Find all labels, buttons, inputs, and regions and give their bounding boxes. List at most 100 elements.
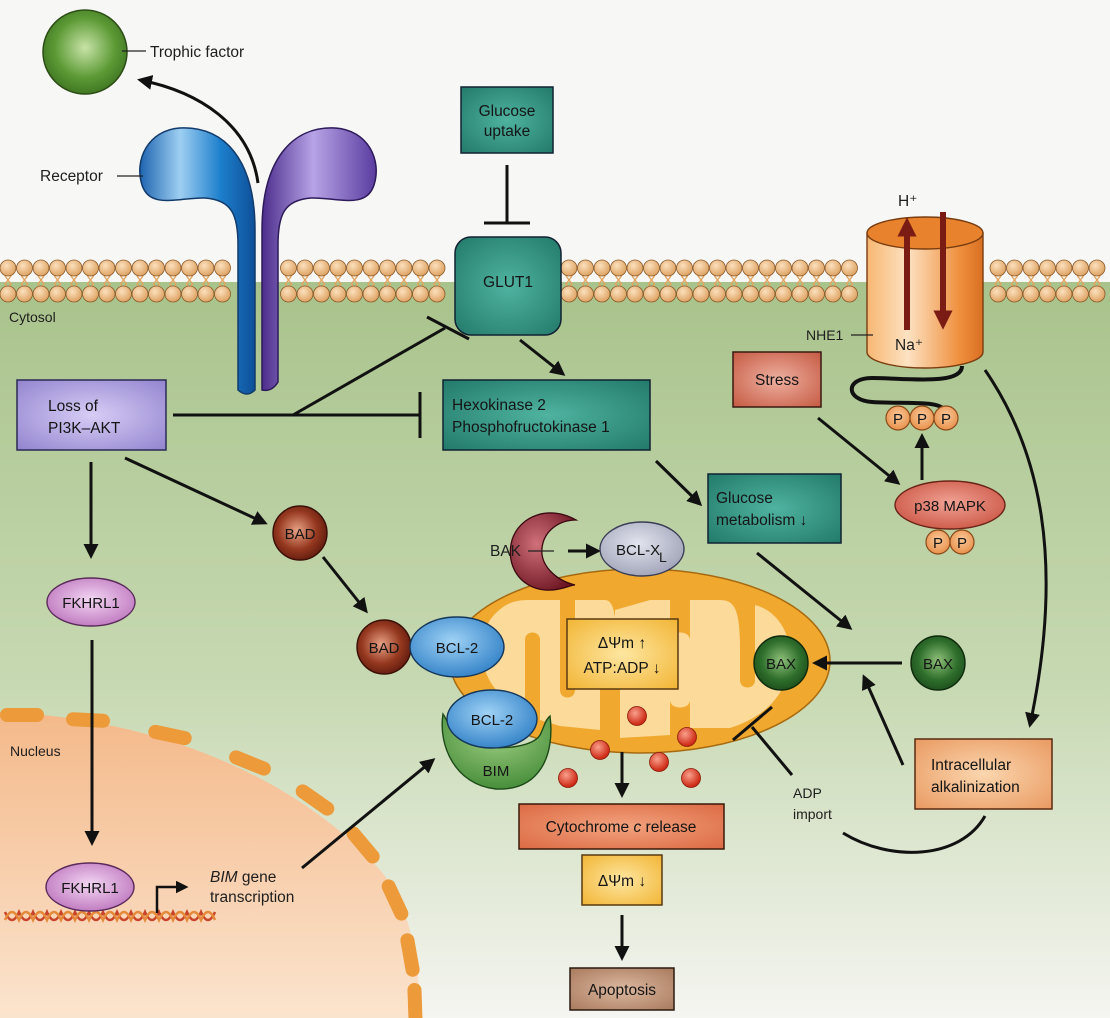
nhe1-to-alkalinization-arrow — [983, 369, 1048, 728]
loss-of-pi3k-akt-box[interactable] — [16, 379, 167, 451]
lipid-head — [1039, 259, 1056, 277]
release-arrow — [137, 75, 260, 184]
hexokinase-box[interactable] — [442, 379, 651, 451]
lipid-head — [676, 259, 693, 277]
p38-mapk[interactable] — [894, 480, 1006, 530]
nhe1-phosphorylation: P P P — [885, 405, 959, 431]
mito-potential-line2: ATP:ADP ↓ — [584, 660, 661, 677]
glucose-metabolism-line2: metabolism ↓ — [716, 512, 807, 529]
lipid-head — [742, 285, 759, 303]
lipid-head — [610, 259, 627, 277]
cytochrome-c-dot — [681, 768, 701, 788]
nuclear-pore — [148, 724, 192, 746]
receptor-purple-subunit — [261, 127, 377, 392]
lipid-head — [808, 259, 825, 277]
stress-box[interactable] — [732, 351, 822, 408]
lipid-head — [82, 285, 99, 303]
lipid-head — [841, 259, 858, 277]
bad-free-label: BAD — [285, 526, 316, 543]
glut1-transporter[interactable] — [454, 236, 562, 336]
nhe1-exchanger[interactable] — [866, 212, 984, 369]
lipid-head — [32, 285, 50, 303]
trophic-factor-ball[interactable] — [42, 9, 128, 95]
bad-free[interactable] — [272, 505, 328, 561]
lipid-head — [49, 285, 66, 303]
cytochrome-c-release-label: Cytochrome c release — [546, 819, 697, 836]
glucose-metabolism-box[interactable] — [707, 473, 842, 544]
lipid-head — [1006, 285, 1023, 303]
dna-helix — [3, 908, 217, 924]
lipid-head — [164, 285, 182, 303]
lipid-head — [82, 259, 99, 277]
intracellular-alkalinization-box[interactable] — [914, 738, 1053, 810]
lipid-head — [643, 285, 660, 303]
lipid-head — [824, 285, 842, 303]
bax-mitochondrial[interactable] — [753, 635, 809, 691]
lipid-head — [395, 259, 413, 277]
cytochrome-c-release-box[interactable] — [518, 803, 725, 850]
lipid-head — [593, 285, 611, 303]
p38-phosphorylation: P P — [925, 529, 975, 555]
lipid-head — [164, 259, 182, 277]
lipid-head — [758, 285, 776, 303]
lipid-head — [775, 285, 792, 303]
lipid-head — [1088, 285, 1106, 303]
lipid-head — [1055, 259, 1073, 277]
lipid-head — [593, 259, 611, 277]
na-plus-label: Na⁺ — [895, 337, 923, 354]
stress-to-p38-arrow — [817, 416, 901, 485]
nucleus-region — [0, 712, 420, 1018]
receptor[interactable] — [139, 127, 377, 395]
lipid-head — [412, 259, 429, 277]
lipid-head — [148, 259, 165, 277]
transcription-start-arrow — [155, 880, 189, 913]
nhe1-body — [866, 232, 984, 369]
apoptosis-box[interactable] — [569, 967, 675, 1011]
fkhrl1-cytosolic[interactable] — [46, 577, 136, 627]
glucose-uptake-box[interactable] — [460, 86, 554, 154]
nuclear-pore — [400, 933, 420, 977]
dna-strand — [3, 910, 217, 924]
mito-potential-box[interactable] — [566, 618, 679, 690]
lipid-head — [709, 259, 726, 277]
plasma-membrane — [0, 259, 1106, 303]
glut1-label: GLUT1 — [483, 274, 533, 291]
lipid-head — [725, 285, 743, 303]
potential-drop-box[interactable] — [581, 854, 663, 906]
bax-free[interactable] — [910, 635, 966, 691]
lipid-head — [791, 285, 809, 303]
bcl2-top[interactable] — [409, 616, 505, 678]
fkhrl1-cytosolic-label: FKHRL1 — [62, 595, 120, 612]
nhe1-top — [866, 216, 984, 250]
bim-gene-transcription-line2: transcription — [210, 889, 294, 906]
bcl2-bottom-label: BCL-2 — [471, 712, 514, 729]
bcl2-bottom[interactable] — [446, 689, 538, 749]
lipid-head — [1022, 285, 1040, 303]
bim-to-bcl2-arrow — [301, 758, 436, 870]
lipid-head — [280, 285, 297, 303]
svg-text:P: P — [917, 411, 927, 428]
lipid-head — [428, 259, 446, 277]
lipid-head — [197, 259, 215, 277]
nuclear-pore — [295, 784, 335, 816]
fkhrl1-nuclear[interactable] — [45, 862, 135, 912]
nucleus-label: Nucleus — [10, 743, 61, 759]
lipid-head — [725, 259, 743, 277]
lipid-head — [659, 285, 677, 303]
lipid-head — [16, 285, 33, 303]
glucose-uptake-line2: uptake — [484, 123, 531, 140]
lipid-head — [709, 285, 726, 303]
lipid-head — [626, 259, 644, 277]
alkalinization-to-adp-curve — [842, 815, 987, 854]
bak-crescent[interactable] — [509, 512, 579, 591]
lipid-head — [0, 259, 17, 277]
lipid-head — [329, 259, 347, 277]
bcl-xl[interactable] — [599, 521, 685, 577]
stress-label: Stress — [755, 372, 799, 389]
bad-bound-label: BAD — [369, 640, 400, 657]
alkalinization-line1: Intracellular — [931, 757, 1011, 774]
lipid-head — [32, 259, 50, 277]
hexokinase-to-metabolism-arrow — [654, 459, 703, 507]
lipid-head — [1022, 259, 1040, 277]
